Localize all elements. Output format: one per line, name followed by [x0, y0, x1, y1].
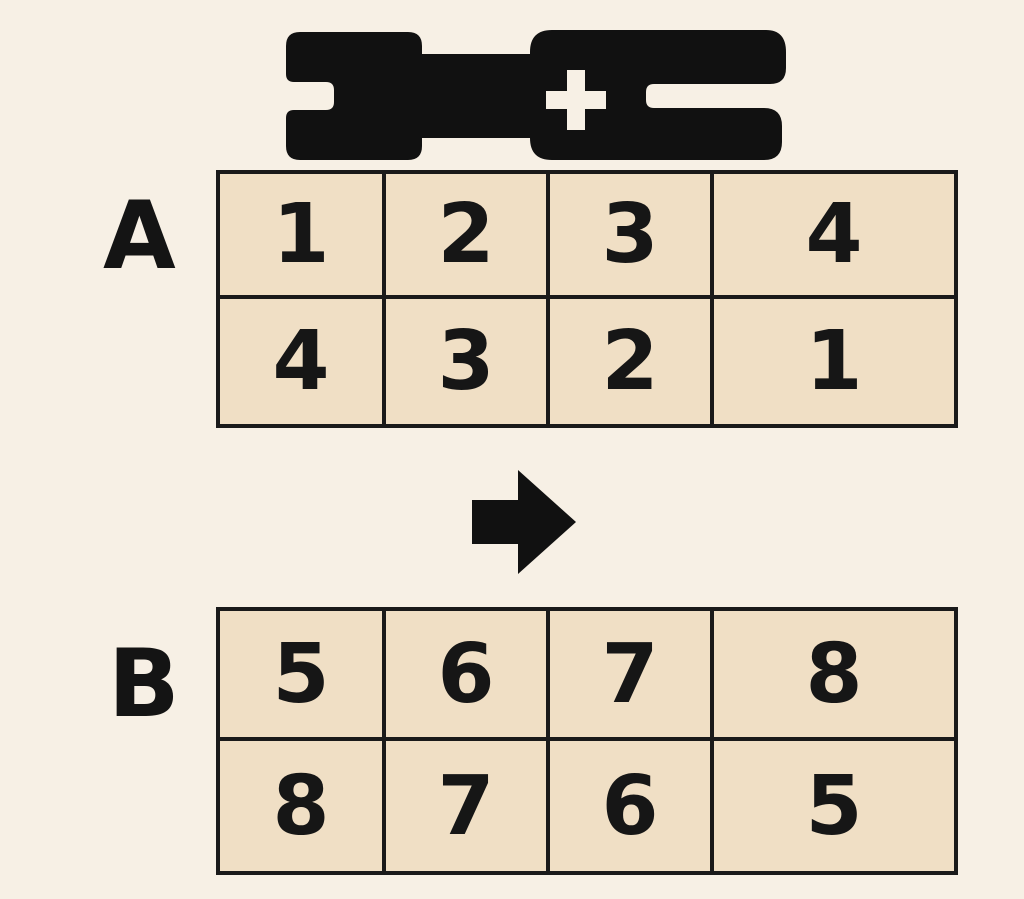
- grid-b-cell: 8: [714, 611, 954, 741]
- grid-a-cell: 3: [386, 299, 550, 424]
- grid-b: 5 6 7 8 8 7 6 5: [216, 607, 958, 875]
- grid-a-cell: 1: [714, 299, 954, 424]
- grid-a-cell: 1: [220, 174, 386, 299]
- grid-a-cell: 2: [386, 174, 550, 299]
- arrow-right-icon: [472, 470, 576, 574]
- grid-b-cell: 7: [550, 611, 714, 741]
- grid-b-cell: 5: [714, 741, 954, 871]
- grid-a-cell: 4: [220, 299, 386, 424]
- grid-b-cell: 6: [386, 611, 550, 741]
- row-label-a: A: [103, 182, 176, 291]
- grid-a-cell: 4: [714, 174, 954, 299]
- grid-a-cell: 3: [550, 174, 714, 299]
- grid-b-cell: 5: [220, 611, 386, 741]
- grid-a: 1 2 3 4 4 3 2 1: [216, 170, 958, 428]
- grid-b-cell: 8: [220, 741, 386, 871]
- row-label-b: B: [108, 630, 180, 739]
- connector-plug-icon: [286, 30, 786, 160]
- grid-a-cell: 2: [550, 299, 714, 424]
- grid-b-cell: 6: [550, 741, 714, 871]
- grid-b-cell: 7: [386, 741, 550, 871]
- plus-icon: [546, 70, 606, 130]
